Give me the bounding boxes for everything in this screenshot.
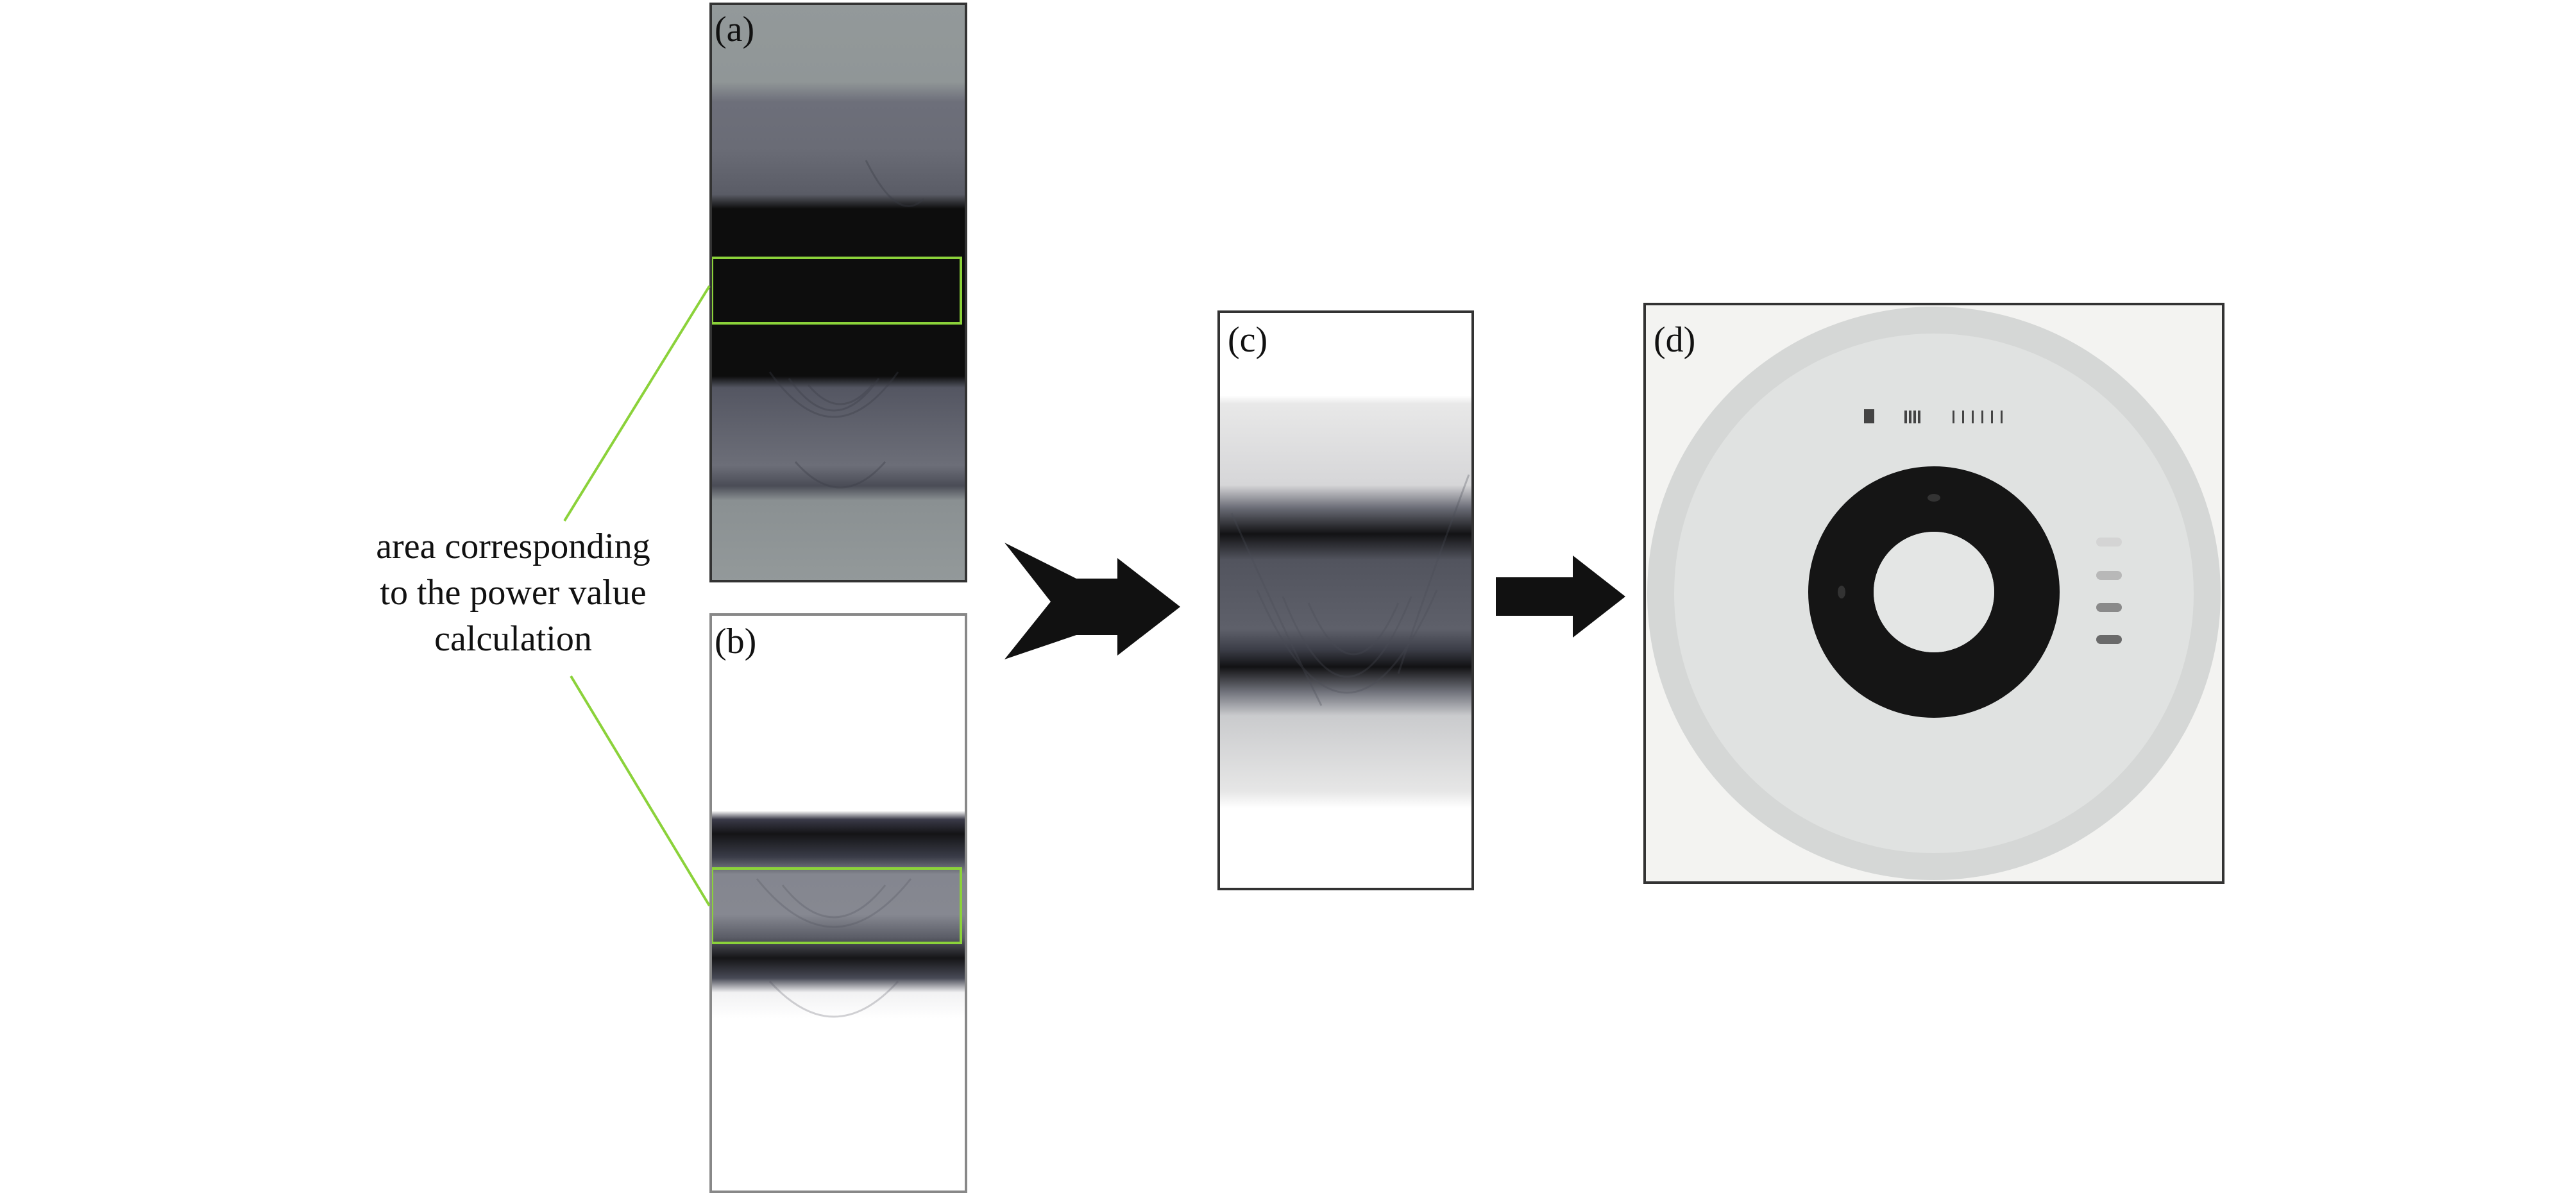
panel-b-image xyxy=(711,614,966,1192)
panel-a-border xyxy=(709,3,967,582)
resolution-bar xyxy=(1918,411,1920,423)
resolution-bar xyxy=(1953,411,1954,423)
resolution-bar xyxy=(1909,411,1911,423)
chevron-arrow-right-icon xyxy=(1004,543,1180,659)
contrast-inserts xyxy=(2096,538,2122,644)
resolution-bar xyxy=(1972,411,1974,423)
panel-b: (b) xyxy=(709,613,967,1193)
panel-a-label: (a) xyxy=(715,10,754,49)
panel-b-sinusoid-traces xyxy=(756,878,912,1018)
annotation-line-1: area corresponding xyxy=(376,527,650,566)
panel-c-image xyxy=(1219,312,1473,889)
contrast-insert xyxy=(2096,538,2122,547)
annotation: area corresponding to the power value ca… xyxy=(376,285,711,907)
annotation-line-3: calculation xyxy=(434,619,592,659)
annotation-line-2: to the power value xyxy=(380,573,646,613)
panel-b-label: (b) xyxy=(715,622,756,661)
resolution-bar xyxy=(1913,411,1916,423)
annulus-marker-left xyxy=(1838,586,1845,598)
resolution-bars xyxy=(1864,409,2003,423)
panel-a-image xyxy=(711,4,966,581)
panel-a: (a) xyxy=(709,3,967,582)
panel-d-border xyxy=(1643,303,2224,884)
resolution-bar-square xyxy=(1864,409,1874,423)
annotation-leader-line-top xyxy=(563,285,711,522)
phantom-center xyxy=(1874,532,1994,652)
resolution-bar xyxy=(2001,411,2003,423)
panel-a-sinusoid-traces xyxy=(768,160,925,489)
panel-d-label: (d) xyxy=(1654,320,1695,360)
panel-b-border xyxy=(709,613,967,1193)
panel-d: (d) xyxy=(1643,303,2224,884)
contrast-insert xyxy=(2096,571,2122,580)
contrast-insert xyxy=(2096,635,2122,644)
block-arrow-right-icon xyxy=(1496,555,1625,638)
contrast-insert xyxy=(2096,603,2122,612)
annulus-marker-top xyxy=(1928,494,1940,502)
panel-c-label: (c) xyxy=(1228,320,1267,360)
resolution-bar xyxy=(1962,411,1964,423)
resolution-bar xyxy=(1904,411,1907,423)
panel-c-border xyxy=(1217,310,1474,890)
annotation-leader-line-bottom xyxy=(570,675,711,907)
panel-c-sinusoid-traces xyxy=(1230,474,1470,706)
resolution-bar xyxy=(1991,411,1993,423)
resolution-bar xyxy=(1981,411,1983,423)
panel-c: (c) xyxy=(1217,310,1474,890)
